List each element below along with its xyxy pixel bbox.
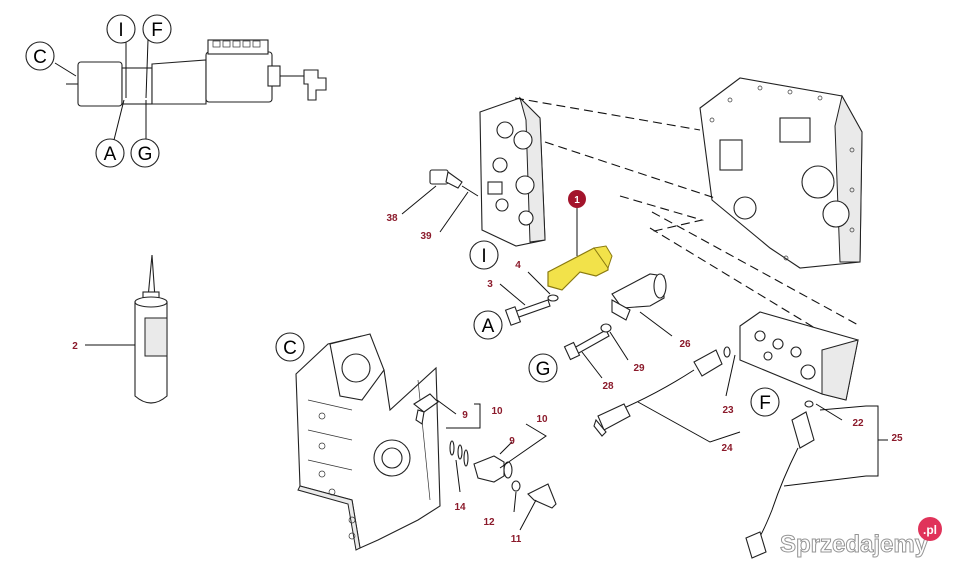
watermark-badge-icon [918,517,942,541]
highlighted-cap [593,245,613,270]
letter-circle-G-top: G [130,138,160,168]
callout-25: 25 [891,433,903,444]
callout-9b: 9 [509,436,515,447]
letter-I-top: I [118,20,123,41]
sensor-26-part [611,273,673,337]
sensor-cable-24-part [593,346,741,443]
letter-A-top: A [104,144,117,165]
letter-circle-I-mid: I [469,240,499,270]
callout-2: 2 [72,341,78,352]
letter-circle-A-mid: A [473,310,503,340]
bracket-plate-part [295,333,441,551]
callout-9a: 9 [462,410,468,421]
callout-24: 24 [721,443,733,454]
callout-10a: 10 [491,406,503,417]
callout-4: 4 [515,260,521,271]
callout-39: 39 [420,231,432,242]
bolt-28-part [563,329,610,379]
highlighted-sensor-part-1: 1 [547,190,613,291]
callout-14: 14 [454,502,466,513]
elbow-fitting-part [473,423,547,483]
letter-circle-G-mid: G [528,353,558,383]
seal-rings-14-part [449,440,469,493]
transmission-housing-part [699,77,863,269]
letter-circle-A-top: A [95,138,125,168]
letter-G-top: G [138,144,153,165]
letter-G-mid: G [536,359,551,380]
letter-circle-C-top: C [25,41,55,71]
callout-10b: 10 [536,414,548,425]
callout-29: 29 [633,363,645,374]
callout-26: 26 [679,339,691,350]
sensor-cable-25-part [745,400,888,559]
callout-marker-1 [568,190,586,208]
callout-1: 1 [574,195,580,206]
callout-labels: 2 3 4 9 10 10 9 14 12 11 38 39 26 28 29 … [72,213,903,545]
sensor-assembly-detail [54,39,327,141]
callout-3: 3 [487,279,493,290]
watermark-badge: .pl [923,523,937,537]
sensor-9-10-part [413,393,481,429]
washer-12-part [511,480,521,513]
letter-F-mid: F [759,393,771,414]
bolt-11-part [519,483,557,531]
washer-4-part [527,271,559,302]
manifold-block-part [739,311,859,401]
letter-C-top: C [33,47,47,68]
letter-circle-I-top: I [106,14,136,44]
valve-block-part [479,96,546,247]
sealant-tube-part [85,254,168,404]
washer-29-part [600,323,629,361]
watermark: Sprzedajemy .pl [780,517,942,559]
letter-C-mid: C [283,338,297,359]
letter-circle-F-mid: F [750,387,780,417]
watermark-text: Sprzedajemy [780,531,929,558]
letter-I-mid: I [481,246,486,267]
bolt-3-part [499,283,551,326]
callout-38: 38 [386,213,398,224]
callout-23: 23 [722,405,734,416]
letter-circle-F-top: F [142,14,172,44]
callout-11: 11 [511,534,522,545]
dashed-leader-lines [514,97,861,343]
letter-circle-C-mid: C [275,332,305,362]
callout-28: 28 [602,381,614,392]
letter-A-mid: A [482,316,495,337]
connector-plug-part [401,169,479,233]
letter-F-top: F [151,20,163,41]
callout-22: 22 [852,418,864,429]
callout-12: 12 [483,517,495,528]
